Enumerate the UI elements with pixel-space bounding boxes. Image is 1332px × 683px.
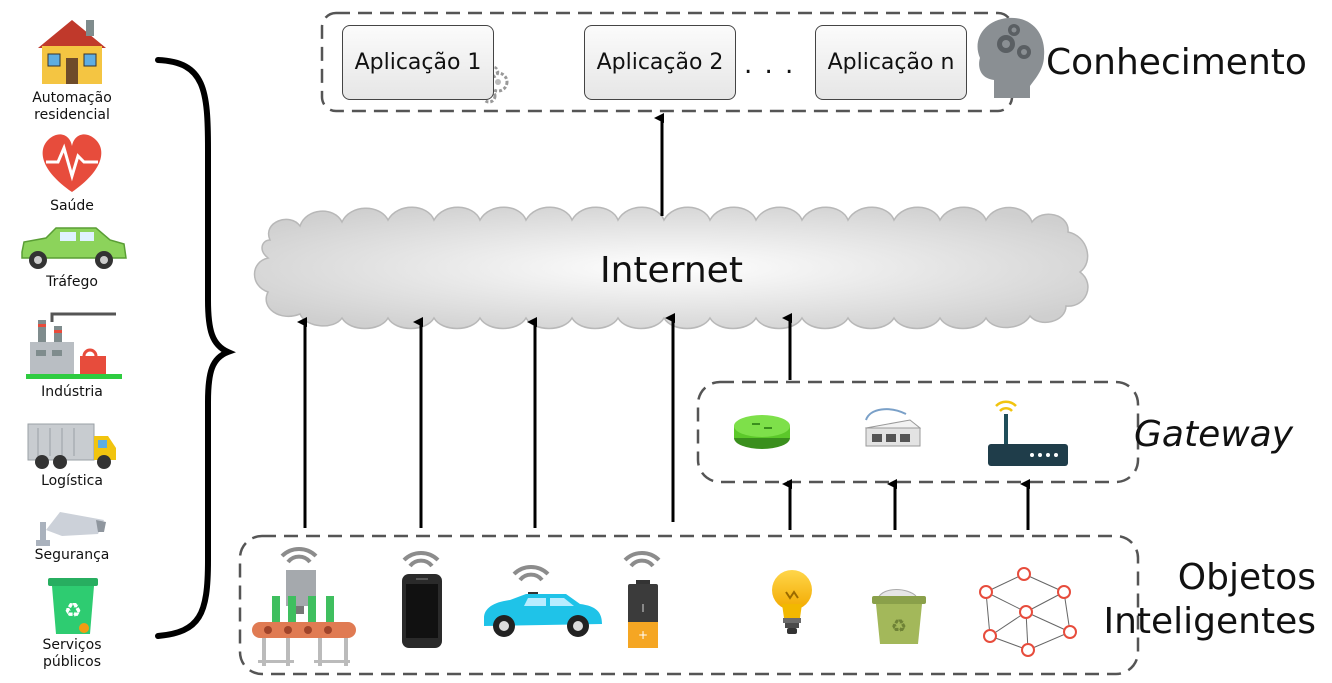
truck-icon xyxy=(27,423,116,469)
application-2-box: Aplicação 2 xyxy=(584,25,736,100)
switch-icon xyxy=(864,408,922,447)
domains-brace xyxy=(155,57,236,639)
application-1-box: Aplicação 1 xyxy=(342,25,494,100)
application-1-label: Aplicação 1 xyxy=(354,50,482,75)
smartphone-icon xyxy=(402,574,442,648)
internet-label: Internet xyxy=(600,250,743,291)
objects-frame xyxy=(238,534,1140,676)
heart-pulse-icon xyxy=(42,134,102,192)
wifi-router-icon xyxy=(988,400,1068,466)
gateway-label: Gateway xyxy=(1134,414,1294,455)
light-bulb-icon xyxy=(772,570,812,634)
svg-text:+: + xyxy=(638,628,648,642)
domain-label-public-services: Serviços públicos xyxy=(42,637,102,670)
domain-label-traffic: Tráfego xyxy=(46,274,98,290)
gateway-frame xyxy=(696,380,1140,484)
battery-icon: + xyxy=(628,580,658,648)
domain-label-health: Saúde xyxy=(50,198,94,214)
domain-label-security: Segurança xyxy=(34,547,110,563)
factory-icon xyxy=(26,312,122,379)
conveyor-bottles-icon xyxy=(252,570,356,666)
knowledge-frame xyxy=(320,11,1014,113)
knowledge-label: Conhecimento xyxy=(1046,42,1307,83)
thinking-head-icon xyxy=(977,17,1045,98)
connected-car-icon xyxy=(484,592,602,637)
svg-text:♻: ♻ xyxy=(891,616,907,637)
domain-label-logistics: Logística xyxy=(41,473,103,489)
domain-label-industry: Indústria xyxy=(41,384,103,400)
internet-cloud xyxy=(253,206,1089,330)
security-camera-icon xyxy=(36,512,106,546)
router-icon xyxy=(734,415,790,449)
domain-label-home-automation: Automação residencial xyxy=(32,90,112,123)
application-2-label: Aplicação 2 xyxy=(596,50,724,75)
car-icon xyxy=(21,227,127,269)
sensor-nodes xyxy=(979,567,1077,657)
application-n-box: Aplicação n xyxy=(815,25,967,100)
objects-label: Objetos Inteligentes xyxy=(1103,557,1316,642)
recycle-bin-icon: ♻ xyxy=(48,578,98,634)
applications-ellipsis: . . . xyxy=(744,50,796,80)
trash-bin-icon: ♻ xyxy=(872,589,926,644)
svg-text:♻: ♻ xyxy=(64,598,82,622)
application-n-label: Aplicação n xyxy=(827,50,955,75)
wifi-signal-icon xyxy=(280,546,661,582)
house-icon xyxy=(38,20,106,84)
